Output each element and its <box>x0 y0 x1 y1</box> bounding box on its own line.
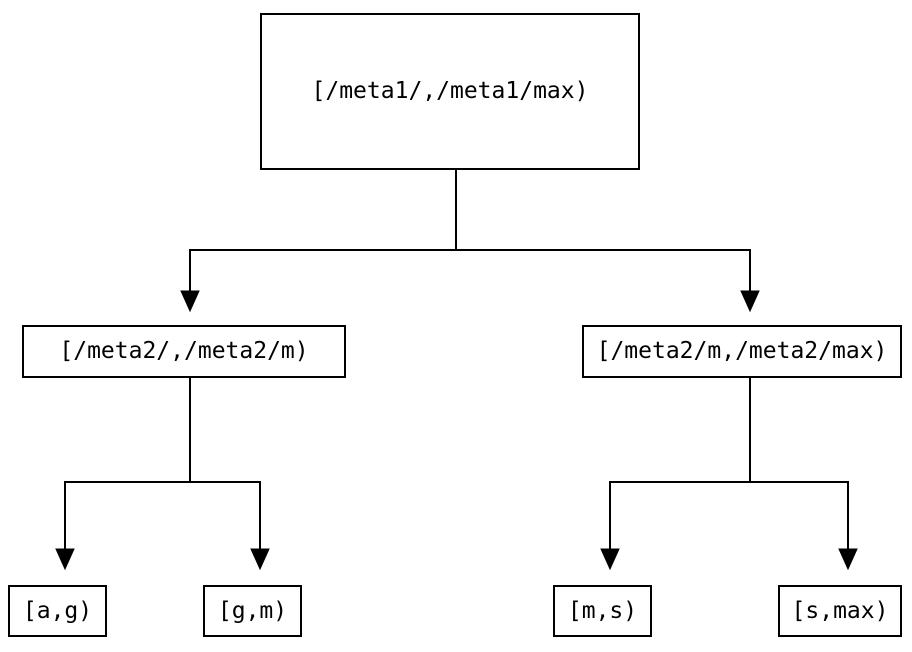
node-meta2-right-range: [/meta2/m,/meta2/max) <box>582 325 902 378</box>
node-leaf-g-m: [g,m) <box>203 585 302 637</box>
arrowhead-icon <box>740 290 760 313</box>
node-label: [/meta2/,/meta2/m) <box>59 338 309 364</box>
arrowhead-icon <box>55 548 75 571</box>
node-label: [m,s) <box>567 597 638 624</box>
node-meta1-range: [/meta1/,/meta1/max) <box>260 13 640 170</box>
node-leaf-m-s: [m,s) <box>553 585 652 637</box>
edge-left-subtree <box>55 378 270 571</box>
arrowhead-icon <box>250 548 270 571</box>
node-meta2-left-range: [/meta2/,/meta2/m) <box>22 325 346 378</box>
edge-root-to-level2 <box>180 170 760 313</box>
node-label: [g,m) <box>217 597 288 624</box>
node-label: [/meta1/,/meta1/max) <box>311 78 589 104</box>
node-label: [s,max) <box>791 597 889 624</box>
node-label: [/meta2/m,/meta2/max) <box>596 338 888 364</box>
node-leaf-a-g: [a,g) <box>8 585 107 637</box>
arrowhead-icon <box>838 548 858 571</box>
node-leaf-s-max: [s,max) <box>778 585 902 637</box>
arrowhead-icon <box>600 548 620 571</box>
node-label: [a,g) <box>22 597 93 624</box>
edge-right-subtree <box>600 378 858 571</box>
arrowhead-icon <box>180 290 200 313</box>
